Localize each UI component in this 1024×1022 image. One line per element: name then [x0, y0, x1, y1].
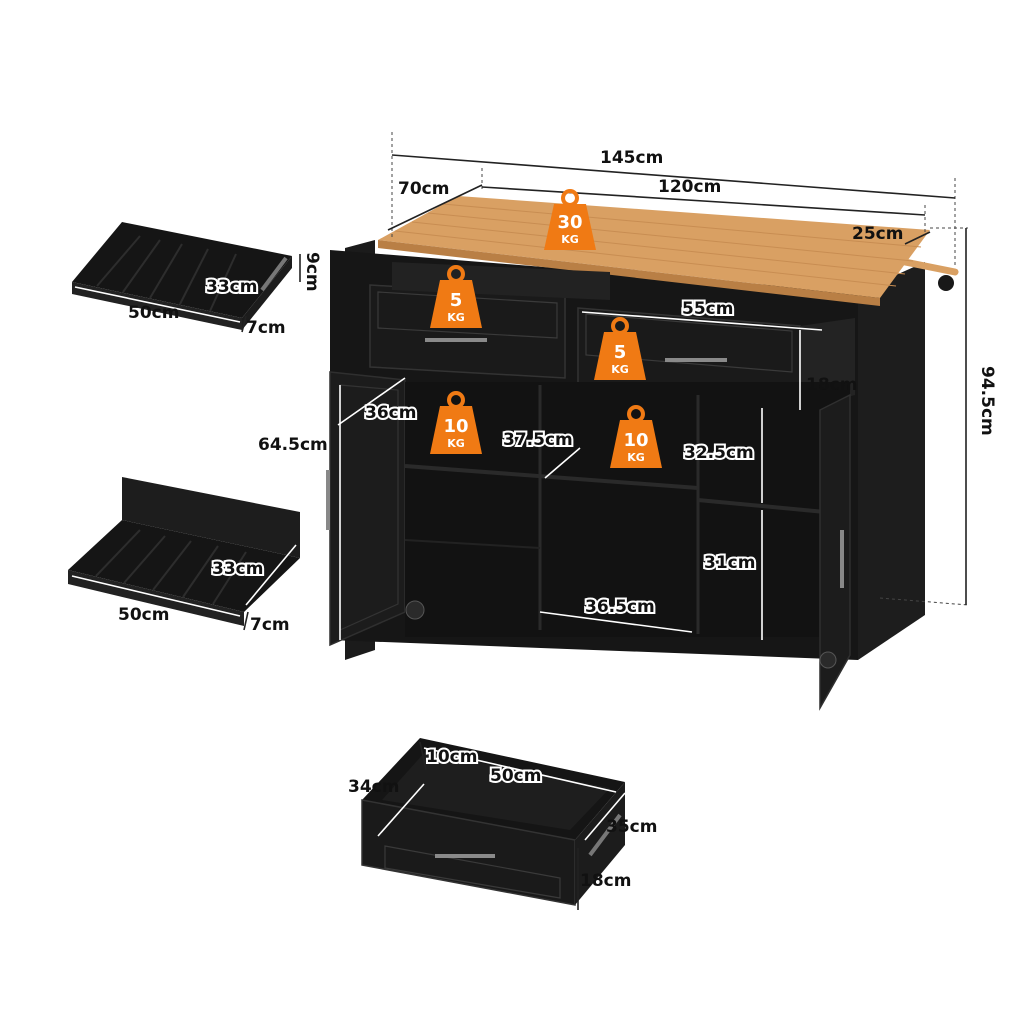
- tray-1-height-label: 9cm: [302, 252, 322, 292]
- weight-badge: 5 KG: [430, 265, 482, 328]
- tray-2-body: [68, 520, 300, 612]
- countertop-edge: [378, 240, 880, 306]
- door-width-label: 36cm: [365, 403, 416, 423]
- svg-text:KG: KG: [627, 451, 645, 464]
- right-cabinet-door[interactable]: [819, 393, 851, 711]
- weight-icon: [544, 204, 596, 250]
- cutlery-tray-1: 50cm 33cm 9cm 7cm: [72, 222, 322, 338]
- weight-icon: [610, 420, 662, 468]
- overall-width-label: 145cm: [600, 148, 663, 168]
- tray-2-width-label: 50cm: [118, 605, 169, 625]
- bottom-drawer-interior: [382, 752, 610, 830]
- weight-badge: 10 KG: [430, 391, 482, 454]
- svg-text:KG: KG: [561, 233, 579, 246]
- shelf-depth-label: 37.5cm: [503, 430, 573, 450]
- island-dimension-lines: [337, 132, 969, 640]
- weight-icon: [430, 406, 482, 454]
- left-door-handle[interactable]: [326, 470, 330, 530]
- top-drawer-width-label: 55cm: [682, 299, 733, 319]
- top-left-drawer-handle[interactable]: [425, 338, 487, 342]
- tray-1-depth-label: 33cm: [206, 277, 257, 297]
- top-right-drawer-inset: [585, 313, 793, 373]
- top-drawer-height-label: 18cm: [806, 375, 857, 395]
- cutlery-tray-2: 50cm 33cm 7cm: [68, 477, 300, 635]
- shelf-upper-height-label: 32.5cm: [684, 443, 754, 463]
- depth-label: 70cm: [398, 179, 449, 199]
- bottom-drawer-height-label: 18cm: [580, 871, 631, 891]
- svg-text:KG: KG: [611, 363, 629, 376]
- weight-badge: 30 KG: [544, 189, 596, 250]
- bottom-drawer-width-label: 50cm: [490, 766, 541, 786]
- tray-1-width-label: 50cm: [128, 303, 179, 323]
- overhang-label: 25cm: [852, 224, 903, 244]
- tray-1-slide: [260, 256, 288, 292]
- caster-wheel: [405, 600, 425, 620]
- svg-text:5: 5: [614, 342, 627, 363]
- top-width-label: 120cm: [658, 177, 721, 197]
- tray-2-front: [68, 570, 244, 626]
- door-height-label: 64.5cm: [258, 435, 328, 455]
- weight-icon: [430, 280, 482, 328]
- bottom-drawer: 34cm 10cm 50cm 35cm 18cm: [348, 738, 657, 910]
- bottom-drawer-depth-label: 34cm: [348, 777, 399, 797]
- svg-text:KG: KG: [447, 437, 465, 450]
- weight-icon: [594, 332, 646, 380]
- tray-2-dividers: [95, 529, 247, 605]
- tray-1-dividers: [96, 235, 237, 312]
- height-label: 94.5cm: [977, 366, 997, 436]
- weight-badge: 5 KG: [594, 317, 646, 380]
- caster-wheel: [819, 651, 837, 669]
- towel-bar: [901, 258, 959, 276]
- svg-text:KG: KG: [447, 311, 465, 324]
- shelf-width-label: 36.5cm: [585, 597, 655, 617]
- bottom-drawer-handle[interactable]: [435, 854, 495, 858]
- shelf-lower-height-label: 31cm: [704, 553, 755, 573]
- top-right-drawer-handle[interactable]: [665, 358, 727, 362]
- svg-text:30: 30: [557, 212, 582, 233]
- bottom-drawer-slide: [588, 813, 622, 857]
- island-right-panel: [858, 262, 925, 660]
- tray-2-depth-label: 33cm: [212, 559, 263, 579]
- tray-1-side: [242, 256, 292, 330]
- towel-bar-end: [938, 275, 954, 291]
- tray-2-backboard: [122, 477, 300, 558]
- svg-text:10: 10: [443, 416, 468, 437]
- tray-2-inner-label: 7cm: [250, 615, 290, 635]
- right-door-handle[interactable]: [840, 530, 844, 588]
- tray-1-body: [72, 222, 292, 318]
- tray-1-front: [72, 282, 242, 330]
- svg-text:10: 10: [623, 430, 648, 451]
- tray-1-inner-label: 7cm: [246, 318, 286, 338]
- countertop-planks: [394, 203, 922, 287]
- top-left-drawer-inset: [377, 291, 558, 339]
- weight-badge: 10 KG: [610, 405, 662, 468]
- svg-text:5: 5: [450, 290, 463, 311]
- bottom-drawer-inset: [384, 845, 561, 899]
- bottom-drawer-inset-label: 10cm: [426, 747, 477, 767]
- bottom-drawer-length-label: 35cm: [606, 817, 657, 837]
- island-dimension-labels: 145cm 70cm 120cm 25cm 94.5cm 55cm 18cm 6…: [258, 148, 997, 619]
